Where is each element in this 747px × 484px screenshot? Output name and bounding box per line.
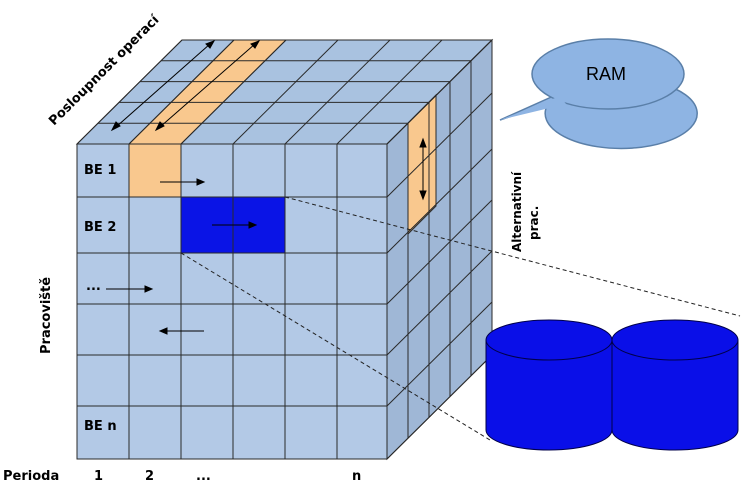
top-arrow-right: [154, 40, 261, 132]
right-grid-depth-line: [386, 250, 493, 356]
top-grid-depth-line: [76, 39, 183, 145]
row-label-dots: ...: [86, 279, 101, 294]
top-grid-depth-line: [180, 39, 287, 145]
right-grid-depth-line: [386, 148, 493, 254]
top-grid-depth-line: [336, 39, 443, 145]
row-label-be1: BE 1: [84, 163, 116, 178]
right-grid-depth-line: [386, 199, 493, 305]
period-tick-dots: ...: [196, 469, 211, 484]
alternative-axis-label-2: prac.: [527, 206, 541, 240]
row-label-ben: BE n: [84, 419, 117, 434]
right-double-arrow: [419, 137, 427, 201]
row-label-be2: BE 2: [84, 220, 116, 235]
data-cube: [75, 38, 494, 461]
cylinder-left: [485, 319, 613, 451]
cube-grid: [76, 39, 493, 460]
arrow-be2-right: [212, 221, 258, 229]
ram-label: RAM: [586, 64, 626, 84]
period-tick-n: n: [352, 469, 361, 484]
right-grid-depth-line: [386, 92, 493, 198]
cube-arrows: [106, 40, 427, 335]
workplace-axis-label: Pracoviště: [39, 277, 54, 354]
top-grid-depth-line: [232, 39, 339, 145]
cube-front-face: [76, 143, 388, 460]
period-tick-1: 1: [94, 469, 103, 484]
top-arrow-left: [110, 40, 216, 132]
period-axis-label: Perioda: [3, 469, 59, 484]
storage-cylinders: [485, 319, 739, 451]
period-axis: Perioda 1 2 ... n: [3, 469, 361, 484]
arrow-left: [158, 327, 204, 335]
alternative-axis-label: Alternativní: [510, 171, 524, 252]
top-grid-depth-line: [284, 39, 391, 145]
right-grid-depth-line: [386, 354, 493, 460]
period-tick-2: 2: [145, 469, 154, 484]
front-highlight-cell: [128, 143, 182, 198]
cylinder-right: [611, 319, 739, 451]
zoom-lines: [180, 196, 741, 441]
ram-bubble: RAM: [499, 38, 698, 150]
right-grid-depth-line: [386, 39, 493, 145]
top-grid-depth-line: [128, 39, 235, 145]
row-labels: BE 1 BE 2 ... BE n: [84, 163, 117, 434]
arrow-dots-right: [106, 285, 154, 293]
arrow-be1-right: [160, 178, 206, 186]
